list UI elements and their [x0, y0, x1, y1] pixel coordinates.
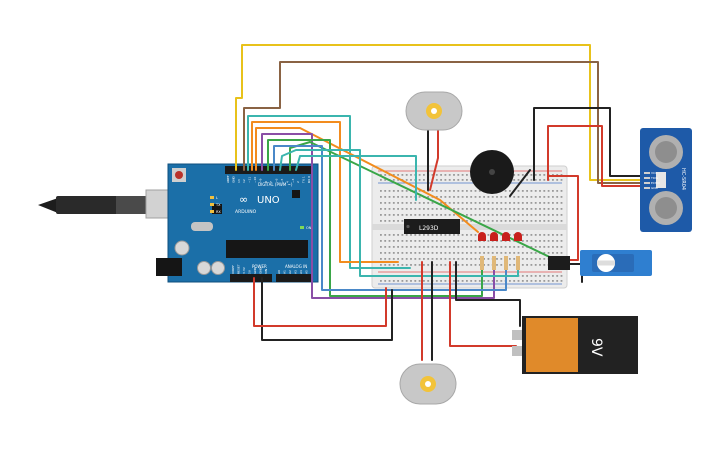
board-model: ARDUINO [235, 209, 257, 215]
resistor [504, 256, 508, 270]
digital-header-label: DIGITAL (PWM ~) [258, 182, 293, 187]
ultrasonic-pin [644, 187, 650, 189]
pin-label: 7 [269, 181, 273, 183]
board-brand: UNO [257, 195, 280, 206]
analog-header [276, 274, 312, 282]
wire-teal-2 [279, 149, 519, 277]
ultrasonic-pin-label: VCC [651, 171, 657, 175]
pin-label: TX 1 [302, 176, 306, 184]
ultrasonic-pin-label: GND [651, 186, 659, 190]
analog-header-label: ANALOG IN [285, 264, 307, 269]
pin-label: VIN [264, 269, 268, 274]
pin-label: 4 [285, 181, 289, 183]
pin-label: A3 [294, 270, 298, 274]
barrel-jack [156, 258, 182, 276]
wire-ultra-gnd [533, 107, 649, 181]
breadboard [371, 165, 568, 289]
pin-label: A4 [299, 270, 303, 274]
l293d-ic: L293D [404, 219, 460, 234]
pin-label: 2 [296, 181, 300, 183]
servo-motor [548, 250, 652, 276]
pin-label: ~5 [280, 178, 284, 183]
pin-label: ~9 [258, 178, 262, 183]
resistor [492, 256, 496, 270]
pin-label: RX 0 [307, 176, 311, 183]
usb-plug-icon [38, 198, 58, 213]
pin-label: A1 [283, 270, 287, 274]
ic-label: L293D [419, 225, 439, 232]
ultrasonic-pin-label: TRIG [650, 176, 659, 180]
wire-yellow-trig [235, 44, 649, 181]
led-label-l: L [216, 196, 218, 200]
arduino-logo: ∞ [239, 193, 248, 206]
pin-label: AREF [226, 175, 230, 183]
wire-teal [247, 115, 411, 269]
pin-label: 13 [237, 179, 241, 183]
wire-brown-echo [243, 61, 649, 184]
ultrasonic-pin [644, 182, 650, 184]
pin-label: A2 [288, 270, 292, 274]
battery-9v: 9V [512, 316, 638, 374]
led-label-rx: RX [216, 210, 221, 214]
arduino-uno: ∞ UNO ARDUINO DIGITAL (PWM ~) POWER ANAL… [38, 163, 319, 283]
battery-label: 9V [588, 338, 604, 357]
wire-battery-neg [455, 261, 521, 327]
atmega-chip [226, 240, 308, 258]
ultrasonic-pin [644, 172, 650, 174]
pin-label: GND [231, 175, 235, 183]
led-label-on: ON [306, 226, 312, 230]
pin-label: 12 [242, 179, 246, 183]
pin-label: ~3 [291, 178, 295, 183]
usb-cable [56, 196, 118, 214]
piezo-buzzer [470, 150, 514, 194]
pin-label: 8 [264, 181, 268, 183]
wire-purple [261, 133, 495, 299]
wire-teal-3 [295, 155, 417, 201]
pin-label: ~11 [248, 177, 252, 183]
ultrasonic-pin-label: ECHO [651, 181, 660, 185]
wire-5v [253, 277, 387, 327]
wire-gnd [261, 277, 393, 341]
resistor [516, 256, 520, 270]
wire-blue [273, 145, 507, 291]
pin-label: RESET [237, 264, 241, 274]
onboard-leds: L TX RX ON [210, 196, 312, 230]
pin-label: 3.3V [242, 266, 246, 274]
pin-label: ~10 [253, 177, 257, 183]
pin-label: IOREF [231, 265, 235, 274]
ultrasonic-model: HC-SR04 [680, 168, 686, 190]
pin-label: 5V [248, 269, 252, 274]
dc-motor-bottom [399, 363, 457, 405]
ultrasonic-pin [644, 177, 650, 179]
pin-label: GND [259, 266, 263, 274]
dc-motor-top [405, 91, 463, 131]
pin-label: A0 [277, 270, 281, 274]
led-label-tx: TX [215, 203, 221, 207]
led-array [478, 232, 522, 270]
power-header-label: POWER [252, 264, 267, 269]
power-header [230, 274, 272, 282]
reset-button[interactable] [175, 171, 183, 179]
wire-battery-pos [449, 261, 517, 347]
pin-label: A5 [305, 270, 309, 274]
resistor [480, 256, 484, 270]
pin-label: GND [253, 266, 257, 274]
wire-ultra-vcc [547, 125, 649, 187]
pin-label: ~6 [275, 178, 279, 183]
